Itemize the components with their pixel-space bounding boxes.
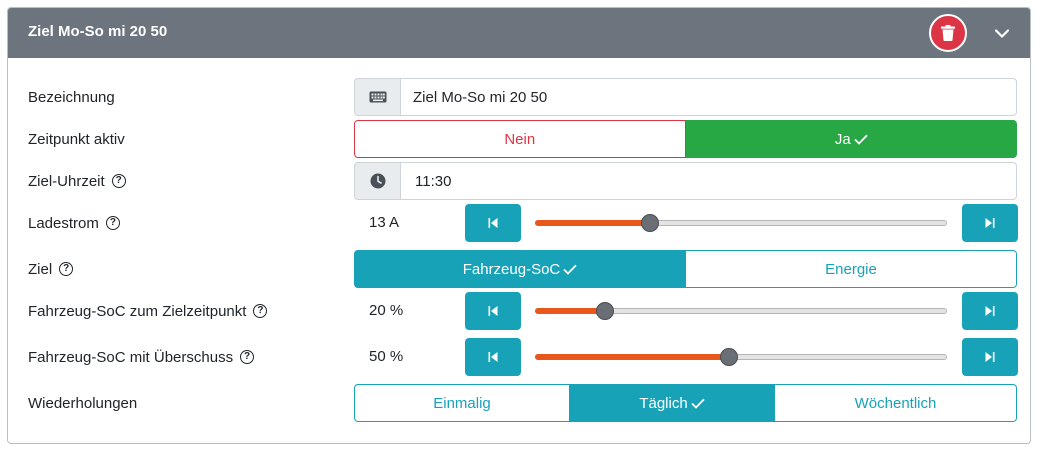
ziel-uhrzeit-input[interactable] bbox=[400, 162, 1017, 200]
soc-ueberschuss-label: Fahrzeug-SoC mit Überschuss? bbox=[28, 347, 255, 367]
keyboard-icon bbox=[354, 78, 400, 116]
check-icon bbox=[854, 134, 868, 145]
help-icon[interactable]: ? bbox=[59, 262, 74, 276]
soc-ueberschuss-decrease-button[interactable] bbox=[465, 338, 521, 376]
card-header[interactable]: Ziel Mo-So mi 20 50 bbox=[8, 8, 1030, 58]
bezeichnung-label: Bezeichnung bbox=[28, 88, 115, 106]
ladestrom-slider[interactable] bbox=[535, 213, 947, 233]
option-ja[interactable]: Ja bbox=[685, 120, 1017, 158]
chevron-down-icon bbox=[995, 28, 1009, 38]
help-icon[interactable]: ? bbox=[240, 350, 255, 364]
wiederholungen-toggle: Einmalig Täglich Wöchentlich bbox=[354, 384, 1017, 422]
soc-ueberschuss-increase-button[interactable] bbox=[962, 338, 1018, 376]
soc-zielzeitpunkt-slider[interactable] bbox=[535, 301, 947, 321]
check-icon bbox=[691, 398, 705, 409]
ziel-toggle: Fahrzeug-SoC Energie bbox=[354, 250, 1017, 288]
ziel-label: Ziel? bbox=[28, 259, 74, 279]
option-energie[interactable]: Energie bbox=[686, 250, 1017, 288]
help-icon[interactable]: ? bbox=[111, 174, 126, 188]
bezeichnung-input[interactable] bbox=[400, 78, 1017, 116]
ladestrom-value: 13 A bbox=[369, 214, 400, 231]
ziel-uhrzeit-label: Ziel-Uhrzeit? bbox=[28, 171, 126, 191]
soc-ueberschuss-slider[interactable] bbox=[535, 347, 947, 367]
soc-zielzeitpunkt-value: 20 % bbox=[369, 302, 404, 319]
ziel-uhrzeit-group bbox=[354, 162, 1017, 200]
slider-thumb[interactable] bbox=[641, 214, 660, 232]
charge-target-card: Ziel Mo-So mi 20 50 Bezeichnung bbox=[7, 7, 1031, 444]
option-einmalig[interactable]: Einmalig bbox=[354, 384, 570, 422]
collapse-button[interactable] bbox=[992, 23, 1012, 43]
skip-start-icon bbox=[488, 218, 498, 228]
slider-thumb[interactable] bbox=[596, 302, 615, 320]
wiederholungen-label: Wiederholungen bbox=[28, 394, 138, 412]
help-icon[interactable]: ? bbox=[105, 216, 120, 230]
skip-end-icon bbox=[985, 306, 995, 316]
skip-start-icon bbox=[488, 306, 498, 316]
skip-end-icon bbox=[985, 218, 995, 228]
check-icon bbox=[563, 264, 577, 275]
card-title: Ziel Mo-So mi 20 50 bbox=[28, 23, 168, 40]
soc-ueberschuss-value: 50 % bbox=[369, 348, 404, 365]
skip-start-icon bbox=[488, 352, 498, 362]
option-nein[interactable]: Nein bbox=[354, 120, 686, 158]
skip-end-icon bbox=[985, 352, 995, 362]
zeitpunkt-aktiv-toggle: Nein Ja bbox=[354, 120, 1017, 158]
trash-icon bbox=[941, 25, 955, 41]
option-woechentlich[interactable]: Wöchentlich bbox=[775, 384, 1017, 422]
ladestrom-decrease-button[interactable] bbox=[465, 204, 521, 242]
ladestrom-increase-button[interactable] bbox=[962, 204, 1018, 242]
soc-zielzeitpunkt-label: Fahrzeug-SoC zum Zielzeitpunkt? bbox=[28, 301, 268, 321]
soc-zielzeitpunkt-increase-button[interactable] bbox=[962, 292, 1018, 330]
delete-button[interactable] bbox=[929, 14, 967, 52]
ladestrom-label: Ladestrom? bbox=[28, 213, 120, 233]
slider-thumb[interactable] bbox=[719, 348, 738, 366]
option-taeglich[interactable]: Täglich bbox=[570, 384, 775, 422]
option-fahrzeug-soc[interactable]: Fahrzeug-SoC bbox=[354, 250, 686, 288]
help-icon[interactable]: ? bbox=[253, 304, 268, 318]
bezeichnung-group bbox=[354, 78, 1017, 116]
soc-zielzeitpunkt-decrease-button[interactable] bbox=[465, 292, 521, 330]
clock-icon bbox=[354, 162, 400, 200]
zeitpunkt-aktiv-label: Zeitpunkt aktiv bbox=[28, 130, 125, 148]
